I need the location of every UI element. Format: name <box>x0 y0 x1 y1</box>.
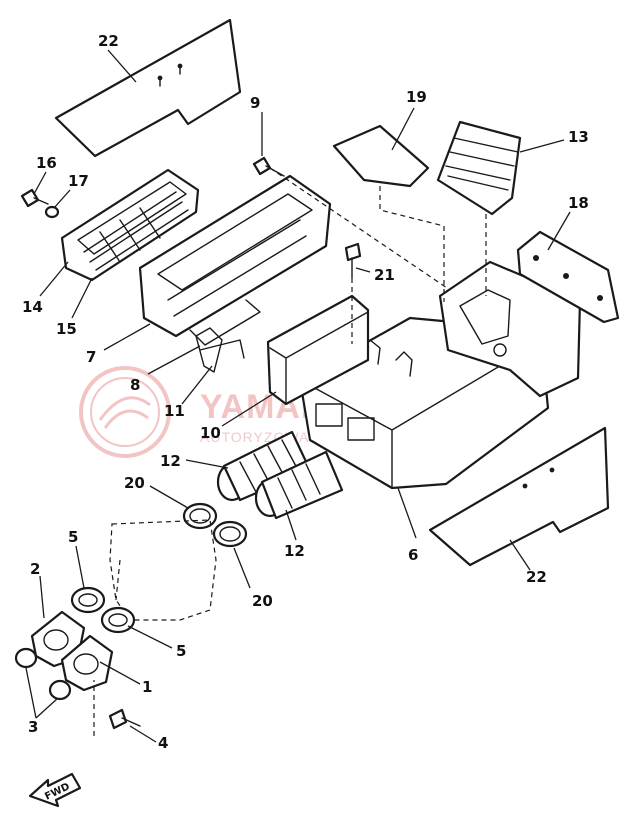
callout-5-upper: 5 <box>68 528 78 546</box>
air-box-upper <box>438 260 582 398</box>
callout-14: 14 <box>22 298 43 316</box>
part-3-o-ring-b <box>48 679 72 701</box>
callouts: 22 9 19 13 18 16 17 14 15 7 8 11 10 21 1… <box>22 32 589 752</box>
callout-20-upper: 20 <box>124 474 145 492</box>
watermark-logo-inner <box>90 377 160 447</box>
callout-6: 6 <box>408 546 418 564</box>
gasket <box>195 327 245 373</box>
callout-9: 9 <box>250 94 260 112</box>
part-9-screw <box>252 156 285 177</box>
callout-1: 1 <box>142 678 152 696</box>
callout-4: 4 <box>158 734 168 752</box>
part-20-clamp-a <box>182 502 218 530</box>
watermark-logo-swoosh <box>98 396 151 429</box>
part-19-pad <box>332 124 430 188</box>
part-22-lower-panel <box>428 426 610 567</box>
callout-3: 3 <box>28 718 38 736</box>
part-13-bellows <box>436 120 522 216</box>
part-20-clamp-b <box>212 520 248 548</box>
callout-13: 13 <box>568 128 589 146</box>
air-filter-cover <box>60 168 200 282</box>
part-5-clamp-a <box>70 586 106 614</box>
callout-20-lower: 20 <box>252 592 273 610</box>
callout-22-upper: 22 <box>98 32 119 50</box>
part-5-clamp-b <box>100 606 136 634</box>
part-16-screw <box>20 188 49 208</box>
callout-7: 7 <box>86 348 96 366</box>
callout-17: 17 <box>68 172 89 190</box>
callout-16: 16 <box>36 154 57 172</box>
element-frame <box>138 174 332 346</box>
callout-18: 18 <box>568 194 589 212</box>
callout-8: 8 <box>130 376 140 394</box>
callout-12-lower: 12 <box>284 542 305 560</box>
part-3-o-ring-a <box>14 647 38 669</box>
part-21-bolt <box>344 242 362 279</box>
callout-15: 15 <box>56 320 77 338</box>
part-4-screw <box>108 708 141 730</box>
part-22-upper-panel <box>54 18 242 158</box>
callout-2: 2 <box>30 560 40 578</box>
callout-22-lower: 22 <box>526 568 547 586</box>
part-17-washer <box>44 205 60 219</box>
part-1-carb-joint <box>60 634 114 692</box>
callout-19: 19 <box>406 88 427 106</box>
fwd-arrow-icon <box>28 772 82 808</box>
part-12-joint-lower <box>254 450 344 520</box>
callout-21: 21 <box>374 266 395 284</box>
part-12-joint-upper <box>216 430 312 502</box>
part-18-cover <box>516 230 620 324</box>
callout-11: 11 <box>164 402 185 420</box>
callout-12-upper: 12 <box>160 452 181 470</box>
callout-10: 10 <box>200 424 221 442</box>
callout-5-lower: 5 <box>176 642 186 660</box>
watermark-logo <box>79 366 171 458</box>
carburetor-outline <box>109 519 217 621</box>
guide-lines <box>93 167 487 736</box>
leader-lines <box>25 49 571 743</box>
fwd-arrow: FWD <box>28 772 82 808</box>
